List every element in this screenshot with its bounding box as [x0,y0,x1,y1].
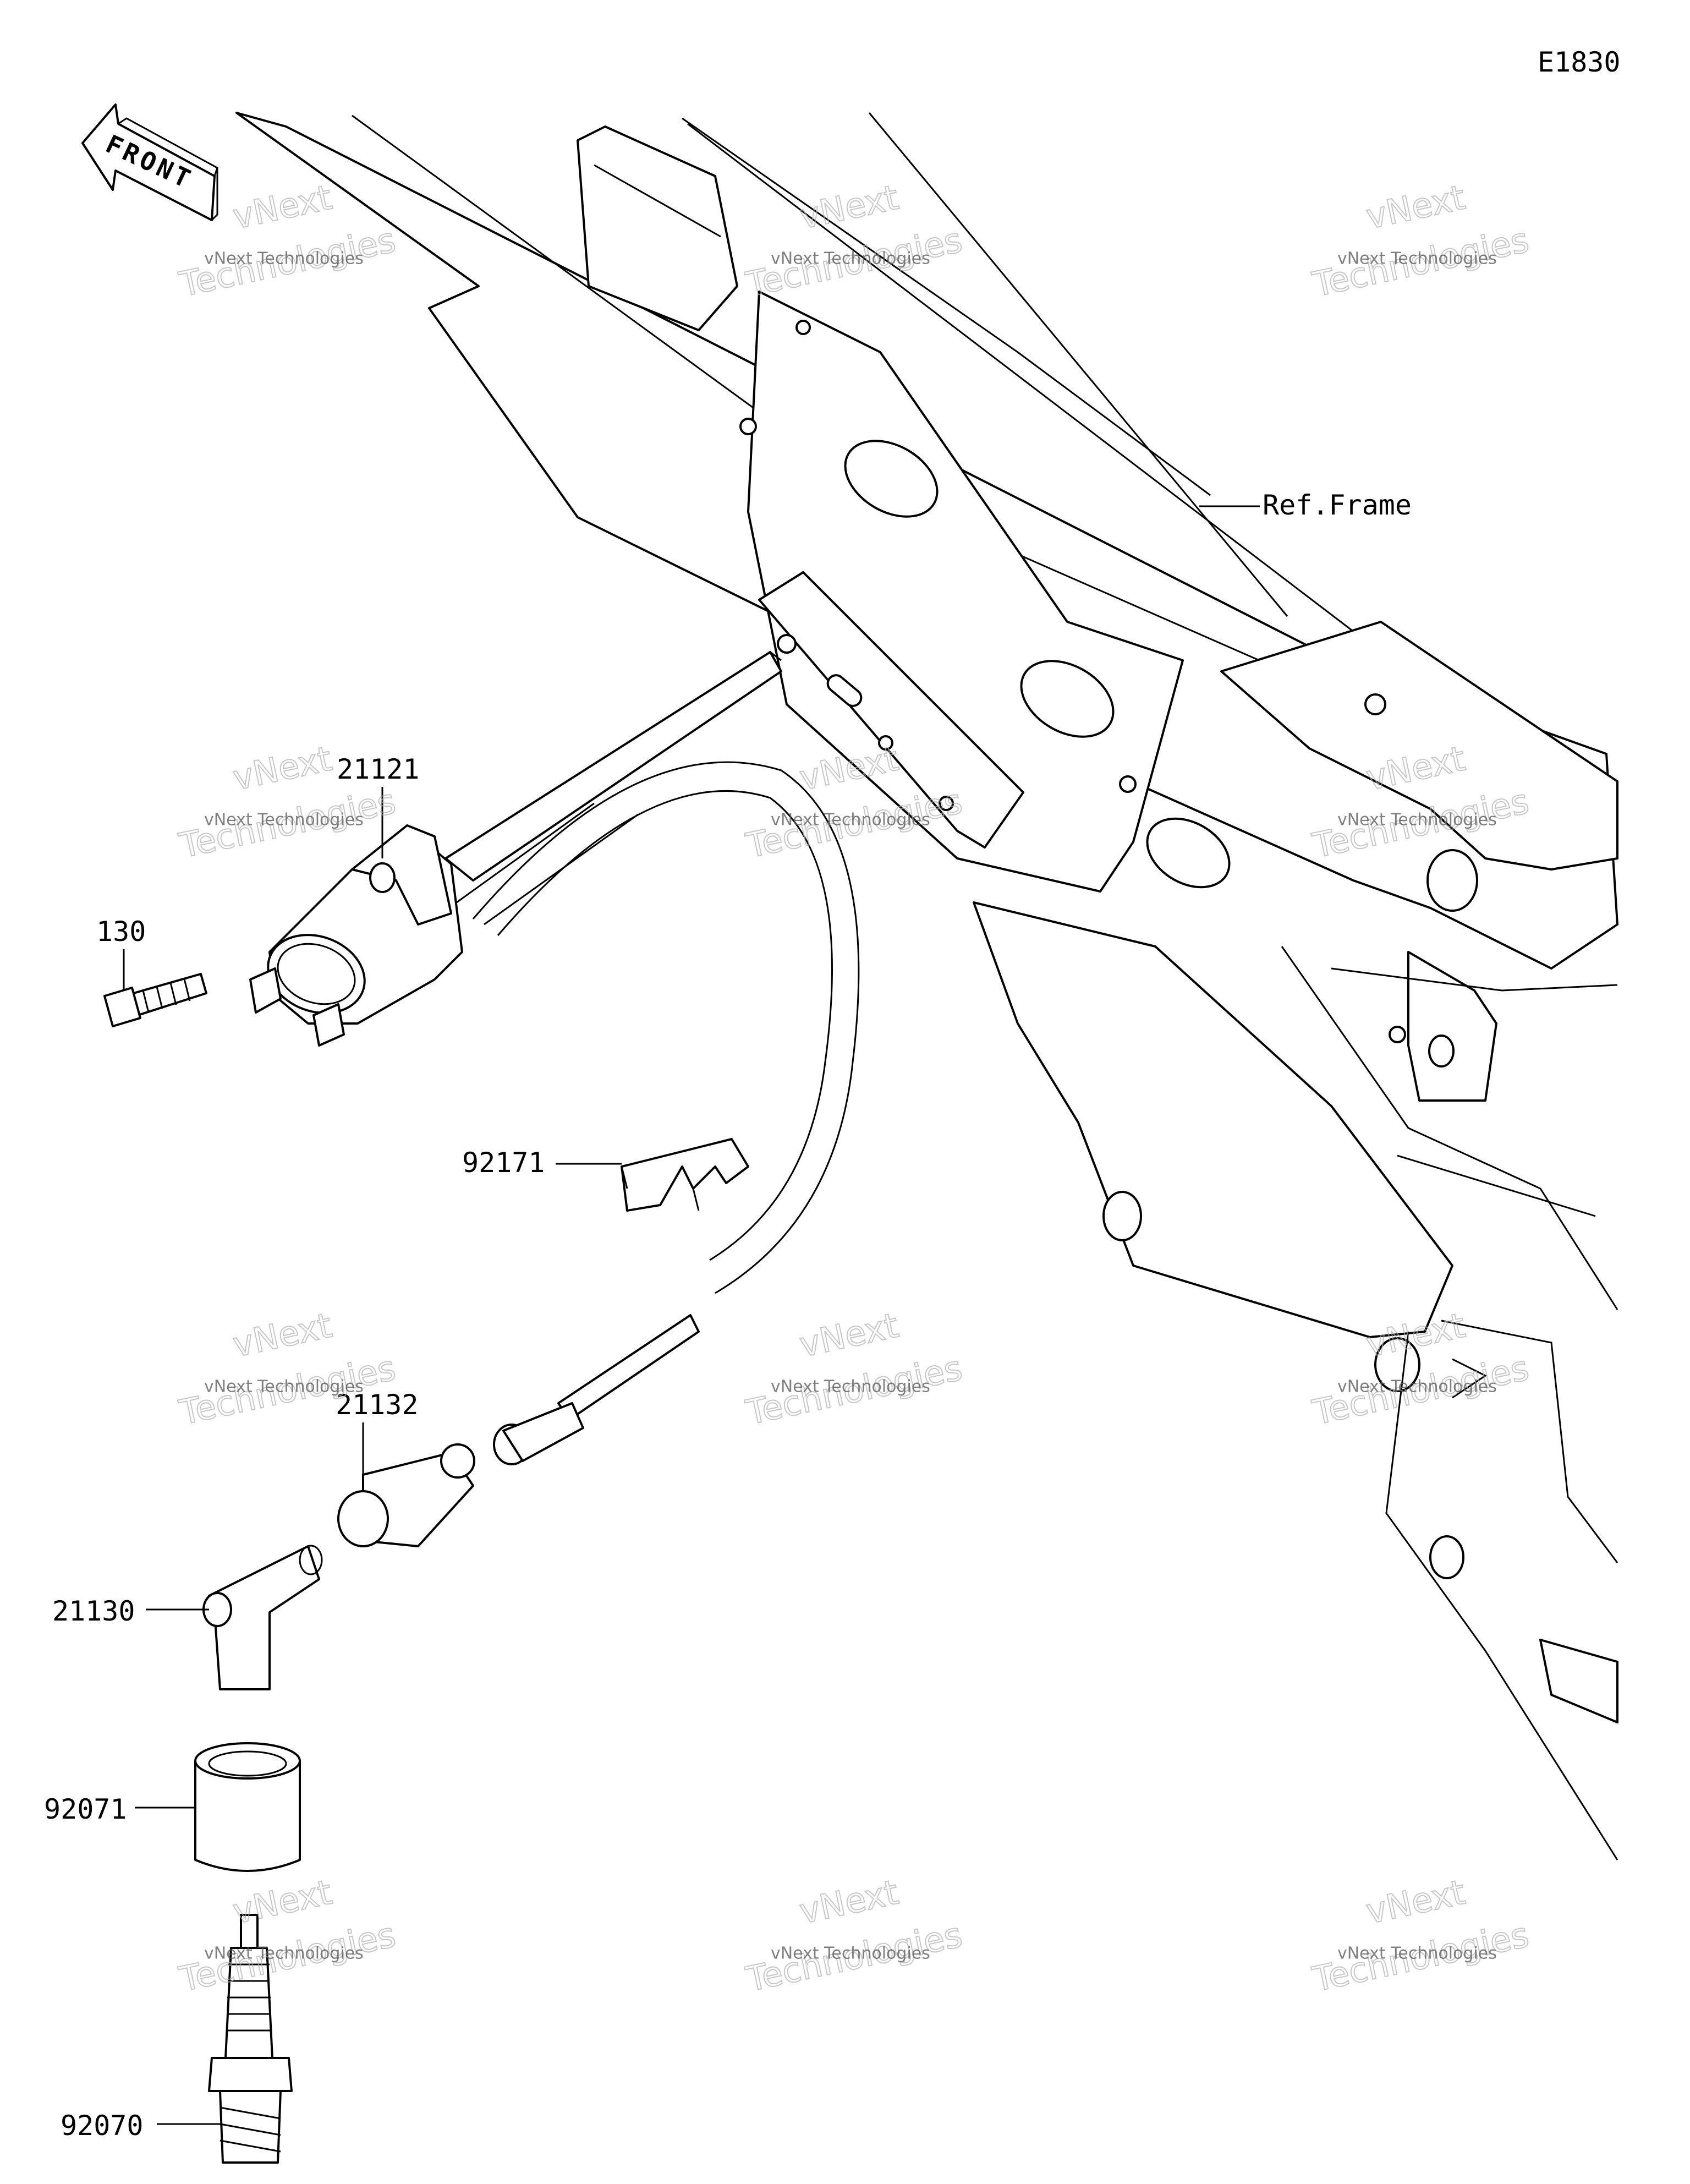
svg-text:vNext: vNext [229,1305,335,1365]
watermark: vNext Technologies vNext Technologies [1308,177,1533,305]
ignition-coil-drawing [249,651,860,1294]
callout-92071: 92071 [44,1793,127,1825]
boot-92071-drawing [194,1742,301,1872]
callout-21121: 21121 [337,753,420,785]
svg-text:vNext: vNext [796,1305,902,1365]
svg-text:vNext Technologies: vNext Technologies [771,249,930,268]
callout-92070: 92070 [61,2110,144,2142]
watermark: vNext Technologies vNext Technologies [175,1871,399,2000]
svg-text:vNext: vNext [796,1872,902,1932]
leader-lines [123,505,1260,2125]
svg-text:vNext Technologies: vNext Technologies [1337,249,1497,268]
watermark: vNext Technologies vNext Technologies [175,738,399,867]
svg-text:vNext Technologies: vNext Technologies [771,1377,930,1396]
svg-text:vNext: vNext [1363,177,1468,237]
front-arrow: FRONT [81,103,218,221]
ref-frame-label: Ref.Frame [1263,489,1412,521]
cap-21132-drawing [337,1443,475,1547]
callout-21132: 21132 [336,1389,419,1421]
svg-text:vNext: vNext [229,177,335,237]
svg-text:vNext: vNext [229,1872,335,1932]
callout-21130: 21130 [52,1595,135,1627]
svg-text:vNext Technologies: vNext Technologies [771,810,930,829]
watermark: vNext Technologies vNext Technologies [742,1305,966,1433]
watermark: vNext Technologies vNext Technologies [1308,1871,1533,2000]
callout-92171: 92171 [462,1147,545,1179]
plug-cap-21130-drawing [202,1545,323,1690]
svg-text:vNext Technologies: vNext Technologies [1337,1944,1497,1963]
svg-text:vNext Technologies: vNext Technologies [204,249,364,268]
svg-text:vNext: vNext [229,738,335,798]
svg-text:vNext Technologies: vNext Technologies [1337,810,1497,829]
svg-text:vNext Technologies: vNext Technologies [204,1377,364,1396]
spark-plug-drawing [208,1914,293,2164]
svg-text:vNext: vNext [796,177,902,237]
bolt-drawing [103,973,207,1027]
diagram-code: E1830 [1538,46,1621,78]
clamp-drawing [621,1138,749,1212]
frame-drawing [235,112,1618,1860]
svg-text:vNext Technologies: vNext Technologies [1337,1377,1497,1396]
svg-text:vNext: vNext [1363,1872,1468,1932]
watermark: vNext Technologies vNext Technologies [742,1871,966,2000]
svg-text:vNext Technologies: vNext Technologies [771,1944,930,1963]
ht-lead-segment-drawing [493,1314,700,1465]
svg-text:vNext Technologies: vNext Technologies [204,1944,364,1963]
svg-text:vNext Technologies: vNext Technologies [204,810,364,829]
callout-130: 130 [96,916,146,948]
